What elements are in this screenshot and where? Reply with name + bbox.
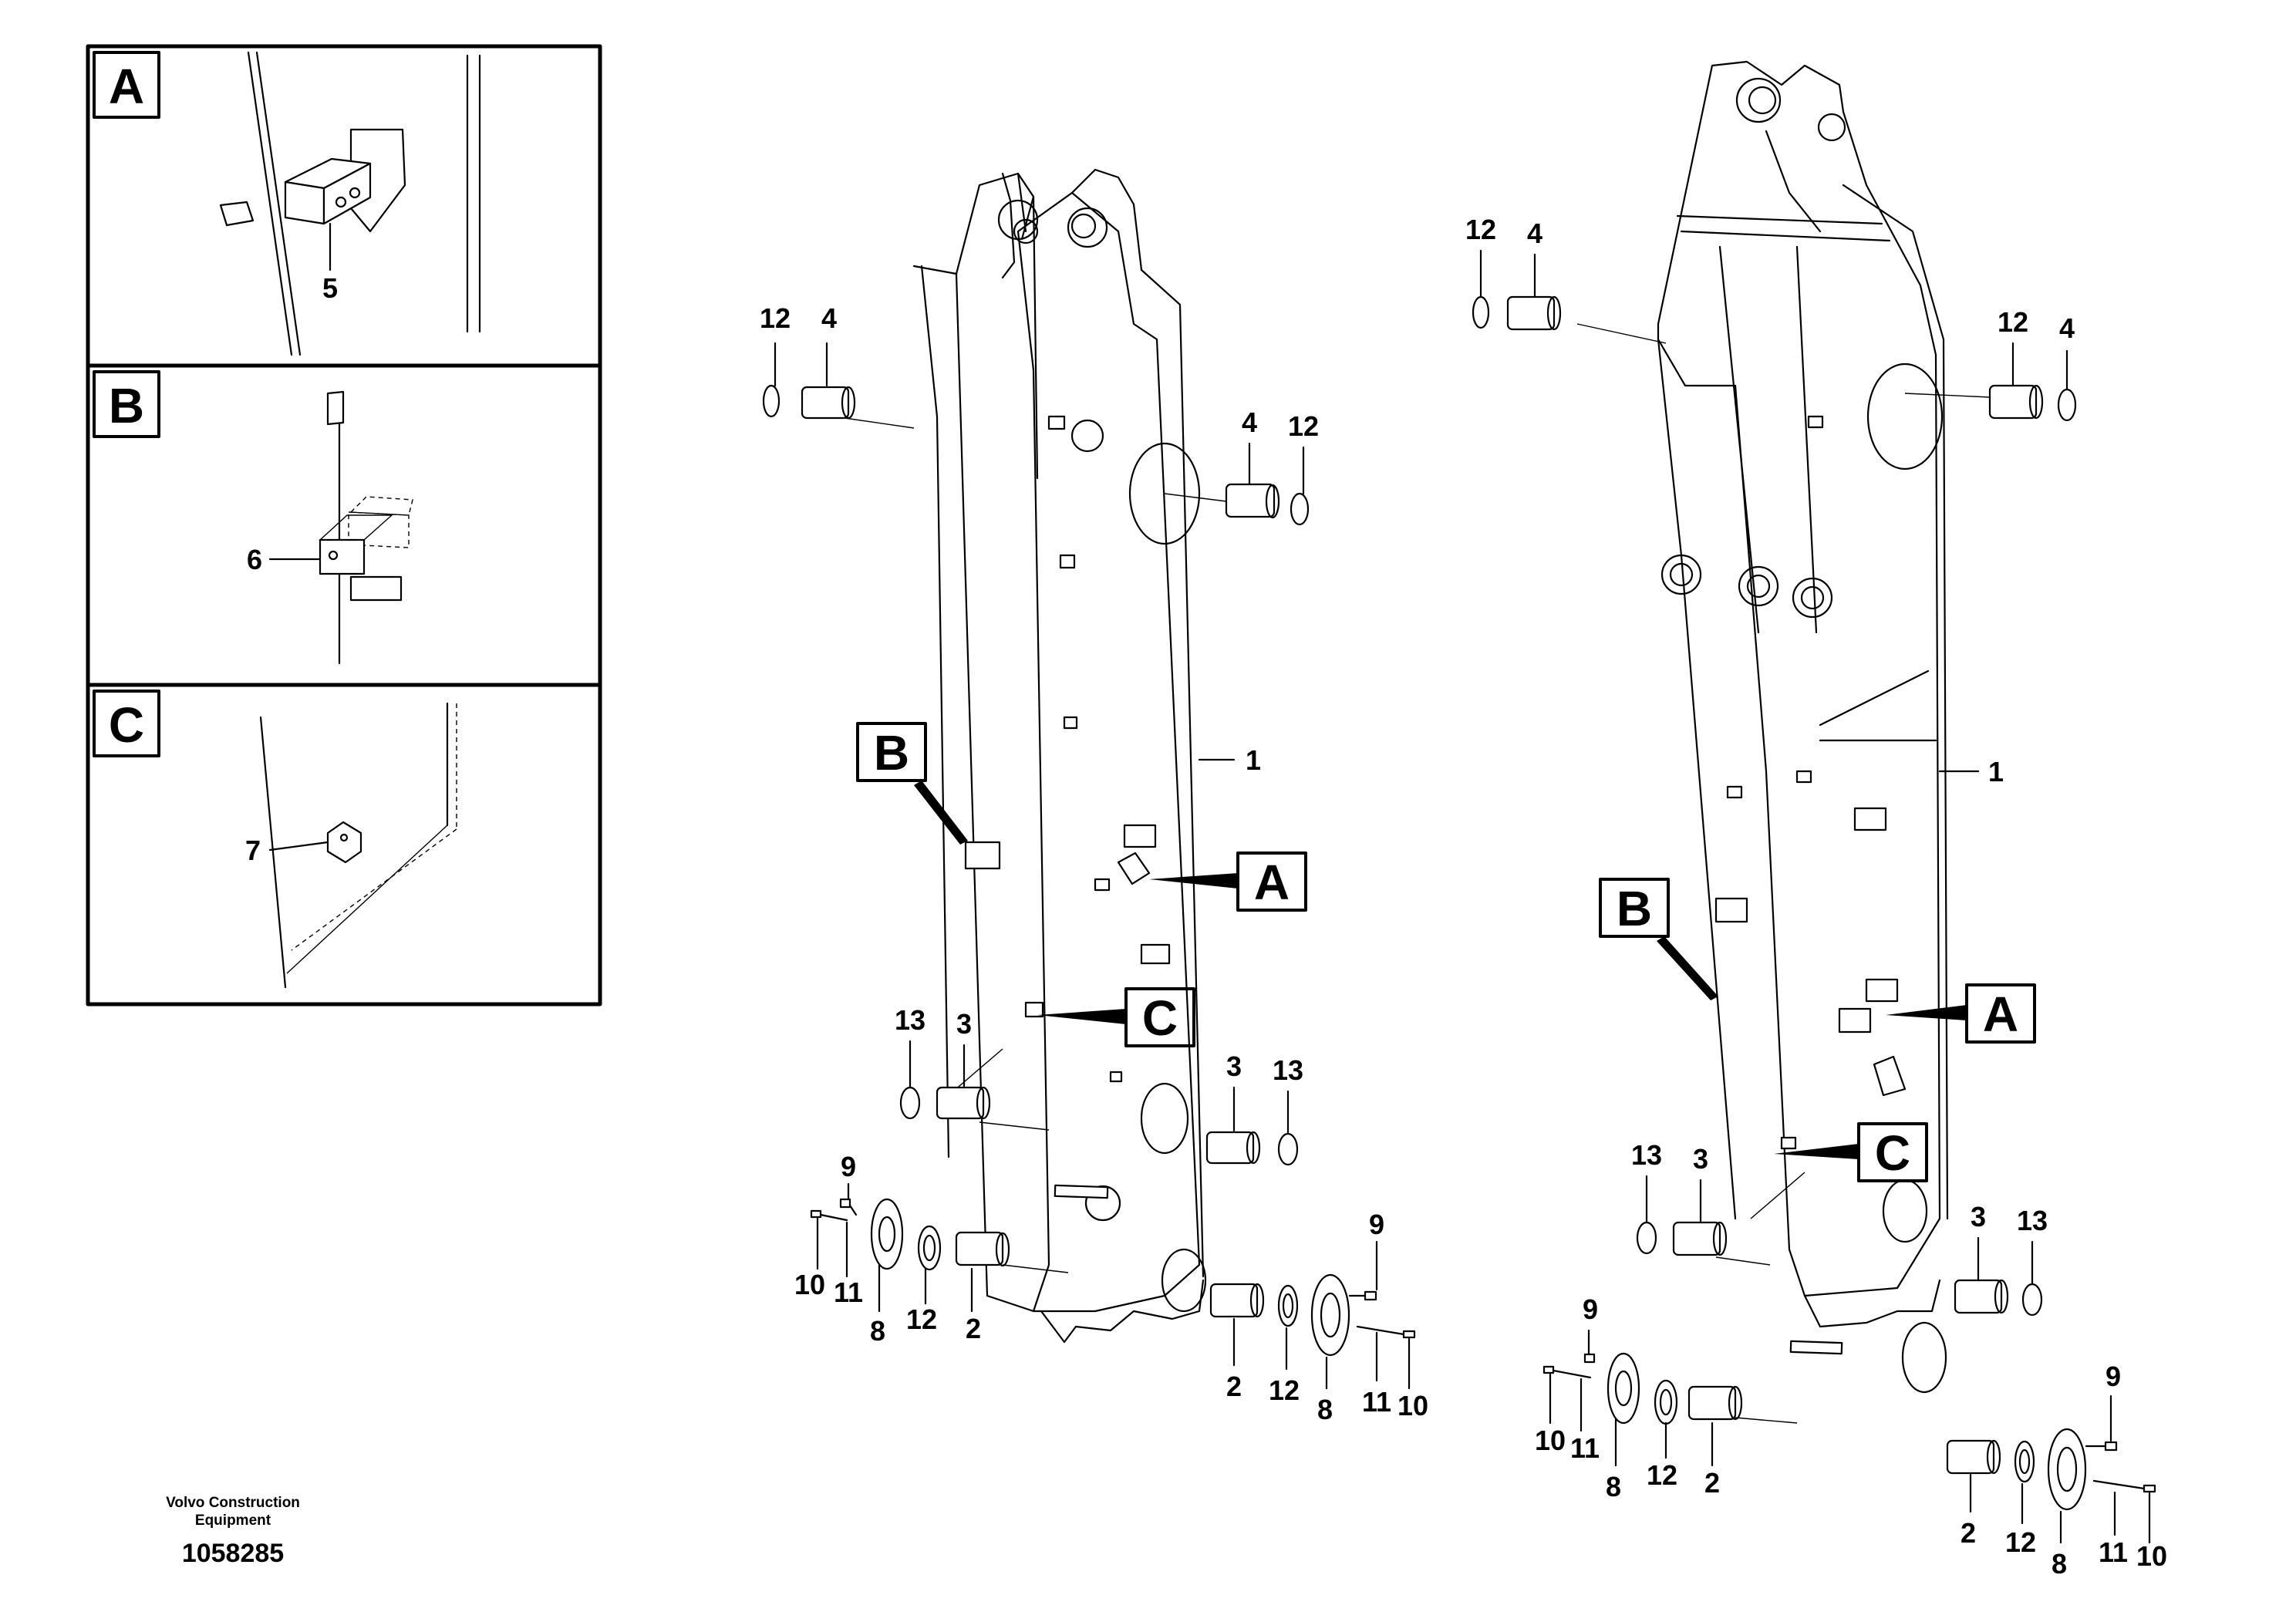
part-label-9: 9 xyxy=(2106,1361,2121,1392)
document-number: 1058285 xyxy=(182,1539,284,1568)
callout-c: C xyxy=(1142,990,1178,1046)
part-label-9: 9 xyxy=(1369,1209,1384,1240)
part-label-4: 4 xyxy=(821,302,837,334)
part-label-1: 1 xyxy=(1246,744,1261,776)
part-label-3: 3 xyxy=(1226,1050,1242,1082)
part-label-2: 2 xyxy=(1704,1467,1720,1499)
callout-b: B xyxy=(874,725,909,781)
part-label-12: 12 xyxy=(2005,1526,2036,1558)
part-label-12: 12 xyxy=(760,302,791,334)
part-label-9: 9 xyxy=(841,1151,856,1182)
part-label-8: 8 xyxy=(870,1315,885,1347)
part-label-8: 8 xyxy=(1606,1471,1621,1502)
exploded-parts-right: 12 4 12 4 1 13 3 3 13 xyxy=(1465,214,2167,1580)
part-label-12: 12 xyxy=(1465,214,1496,245)
part-label-12: 12 xyxy=(1998,306,2028,338)
part-label-3: 3 xyxy=(1971,1201,1986,1233)
part-label-13: 13 xyxy=(1631,1139,1662,1171)
callout-a: A xyxy=(1983,986,2018,1042)
detail-letter-c: C xyxy=(109,697,144,753)
part-label-2: 2 xyxy=(1226,1371,1242,1402)
part-label-4: 4 xyxy=(1527,218,1542,249)
part-label-10: 10 xyxy=(2136,1540,2167,1572)
part-label-10: 10 xyxy=(794,1269,825,1300)
callout-b: B xyxy=(1617,881,1652,936)
manufacturer-name-line1: Volvo Construction xyxy=(166,1495,300,1511)
detail-panel: A 5 B 6 xyxy=(86,44,602,1007)
part-label-9: 9 xyxy=(1583,1293,1598,1325)
manufacturer-name-line2: Equipment xyxy=(195,1512,271,1529)
part-label-11: 11 xyxy=(1570,1432,1600,1464)
part-label-4: 4 xyxy=(2059,312,2075,344)
callouts-left: B A C xyxy=(856,722,1307,1047)
detail-letter-b: B xyxy=(109,378,144,433)
part-label-1: 1 xyxy=(1988,756,2004,787)
callouts-right: B A C xyxy=(1599,878,2036,1182)
part-label-11: 11 xyxy=(834,1276,863,1308)
part-label-10: 10 xyxy=(1535,1425,1566,1456)
callout-c: C xyxy=(1875,1125,1910,1181)
part-label-13: 13 xyxy=(1273,1054,1303,1086)
part-label-12: 12 xyxy=(1647,1459,1677,1491)
part-label-12: 12 xyxy=(906,1303,937,1335)
detail-view-a: A 5 xyxy=(93,51,481,356)
boom-right xyxy=(1657,60,1949,1394)
part-label-12: 12 xyxy=(1269,1374,1300,1406)
detail-letter-a: A xyxy=(109,59,144,114)
part-label-7: 7 xyxy=(245,835,261,866)
footer: Volvo Construction Equipment 1058285 xyxy=(166,1495,300,1568)
part-label-11: 11 xyxy=(1362,1386,1391,1418)
part-label-11: 11 xyxy=(2099,1536,2128,1568)
boom-left xyxy=(912,168,1207,1344)
part-label-13: 13 xyxy=(895,1004,925,1036)
callout-a: A xyxy=(1254,855,1290,910)
exploded-parts-left: 12 4 4 12 1 13 3 3 13 xyxy=(760,302,1428,1425)
part-label-3: 3 xyxy=(1693,1143,1708,1175)
part-label-12: 12 xyxy=(1288,410,1319,442)
part-label-4: 4 xyxy=(1242,406,1257,438)
detail-view-b: B 6 xyxy=(93,370,413,665)
detail-view-c: C 7 xyxy=(93,690,457,989)
part-label-13: 13 xyxy=(2017,1205,2048,1236)
part-label-8: 8 xyxy=(1317,1394,1333,1425)
part-label-3: 3 xyxy=(956,1008,972,1040)
part-label-2: 2 xyxy=(1961,1517,1976,1549)
part-label-8: 8 xyxy=(2052,1548,2067,1580)
part-label-6: 6 xyxy=(247,544,262,575)
part-label-5: 5 xyxy=(322,272,338,304)
part-label-10: 10 xyxy=(1397,1390,1428,1421)
part-label-2: 2 xyxy=(966,1313,981,1344)
